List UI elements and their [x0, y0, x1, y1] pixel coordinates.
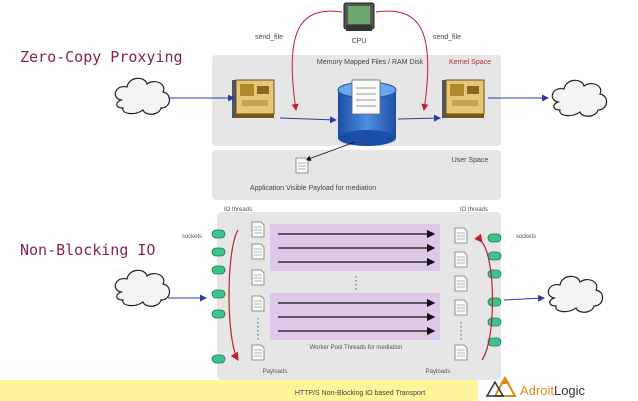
payload-map-arrow — [305, 141, 356, 161]
nic-to-memory-arrow — [279, 116, 337, 124]
sockets-left-label: sockets — [182, 234, 202, 240]
user-space-panel — [212, 150, 501, 200]
left-payload-doc-icon — [251, 344, 265, 361]
payload-label: Application Visible Payload for mediatio… — [250, 185, 376, 192]
left-payload-doc-icon — [251, 221, 265, 238]
right-payload-doc-icon — [454, 344, 468, 361]
send-file-left-arrow — [291, 10, 343, 111]
left-payload-doc-icon — [251, 269, 265, 286]
right-socket — [487, 317, 502, 327]
right-payload-doc-icon — [454, 227, 468, 244]
left-socket — [211, 247, 226, 257]
right-socket — [487, 297, 502, 307]
brand-part2: Logic — [554, 383, 586, 398]
brand-part1: Adroit — [520, 383, 554, 398]
backend-cloud-icon — [547, 275, 604, 313]
adroitlogic-logo-icon — [485, 375, 517, 397]
footer-caption: HTTP/S Non-Blocking IO based Transport — [295, 390, 425, 397]
inbound-nic-icon — [231, 79, 275, 119]
right-io-loop-arrow — [474, 233, 494, 361]
right-socket — [487, 251, 502, 261]
footer-band — [0, 380, 478, 401]
right-payload-doc-icon — [454, 251, 468, 268]
send-file-right-arrow — [375, 10, 429, 111]
left-socket — [211, 289, 226, 299]
send-file-right-label: send_file — [433, 34, 461, 41]
right-payload-doc-icon — [454, 299, 468, 316]
left-socket — [211, 309, 226, 319]
zero-copy-heading: Zero-Copy Proxying — [20, 48, 183, 66]
left-socket — [211, 354, 226, 364]
io-threads-left-label: IO threads — [224, 207, 252, 213]
backend-cloud-icon — [551, 79, 608, 117]
memory-to-nic-arrow — [397, 114, 441, 122]
payload-document-icon — [295, 157, 309, 174]
payloads-left-label: Payloads — [263, 369, 288, 375]
right-payload-doc-icon — [454, 275, 468, 292]
client-cloud-icon — [114, 77, 171, 115]
right-socket — [487, 337, 502, 347]
sockets-right-label: sockets — [516, 234, 536, 240]
left-payload-doc-icon — [251, 295, 265, 312]
cpu-icon — [343, 2, 375, 31]
socket-to-backend-arrow — [503, 294, 545, 302]
left-payload-doc-icon — [251, 243, 265, 260]
brand-name: AdroitLogic — [520, 383, 586, 398]
memory-database-icon — [337, 79, 397, 146]
outbound-nic-icon — [441, 79, 485, 119]
client-cloud-icon — [114, 269, 171, 307]
cpu-label: CPU — [352, 38, 367, 45]
left-socket — [211, 229, 226, 239]
kernel-space-label: Kernel Space — [449, 59, 491, 66]
user-space-label: User Space — [452, 157, 489, 164]
left-io-loop-arrow — [228, 229, 239, 362]
send-file-left-label: send_file — [255, 34, 283, 41]
mmap-label: Memory Mapped Files / RAM Disk — [317, 59, 424, 66]
left-socket — [211, 265, 226, 275]
right-socket — [487, 233, 502, 243]
non-blocking-heading: Non-Blocking IO — [20, 241, 155, 259]
right-socket — [487, 269, 502, 279]
payloads-right-label: Payloads — [426, 369, 451, 375]
worker-pool-label: Worker Pool Threads for mediation — [310, 345, 403, 351]
io-threads-right-label: IO threads — [460, 207, 488, 213]
